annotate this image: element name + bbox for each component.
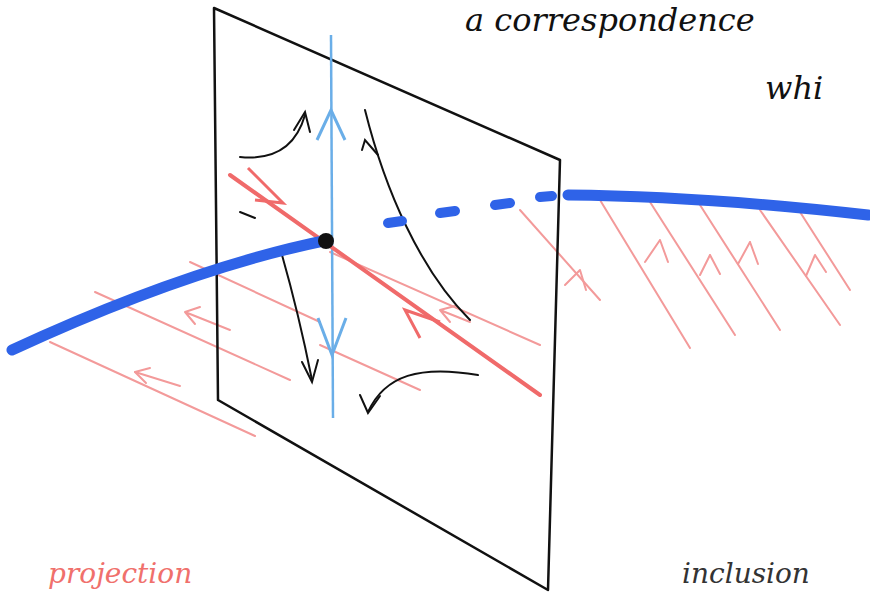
inclusion-label: inclusion — [682, 560, 810, 588]
heading-text: whi — [765, 72, 823, 104]
projection-label: projection — [48, 560, 192, 588]
heading-text: a correspondence — [465, 4, 755, 36]
